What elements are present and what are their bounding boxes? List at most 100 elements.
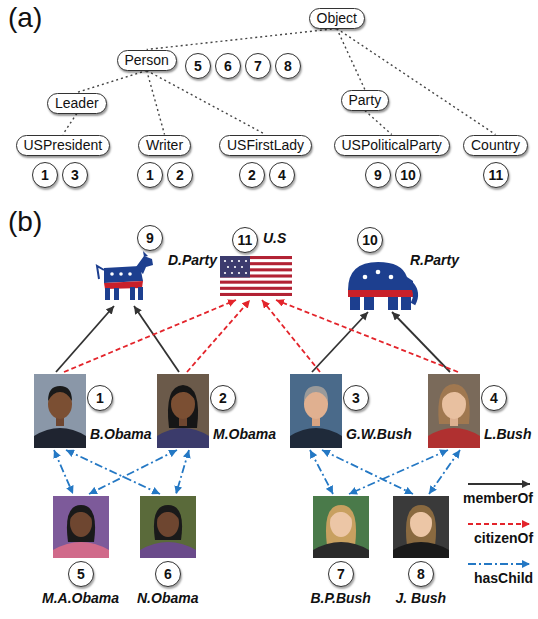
legend-sample	[468, 523, 530, 525]
elephant-symbol	[350, 297, 360, 310]
legend-sample	[468, 483, 530, 485]
class-label: Person	[125, 52, 169, 68]
portrait-photo	[157, 507, 179, 519]
entity-node: 2M.Obama	[157, 372, 287, 450]
instance-number-circle: 8	[275, 53, 301, 79]
citizen-of-arrow	[262, 300, 320, 372]
entity-number: 7	[337, 566, 345, 582]
entity-name-text: D.Party	[168, 252, 217, 268]
instance-number: 4	[278, 167, 286, 183]
number-circle: 11	[232, 227, 258, 253]
flag-symbol	[238, 272, 240, 274]
instance-number: 1	[146, 167, 154, 183]
instance-number-circle: 2	[239, 162, 265, 188]
donkey-symbol	[114, 288, 119, 300]
entity-name-text: L.Bush	[484, 426, 531, 442]
class-label: USPresident	[24, 137, 103, 153]
entity-name: B.P.Bush	[311, 590, 371, 607]
portrait-photo	[290, 428, 342, 448]
donkey-symbol	[119, 272, 123, 276]
legend-label: hasChild	[474, 570, 533, 586]
has-child-arrow	[310, 450, 333, 494]
number-circle: 5	[68, 561, 94, 587]
portrait-photo	[393, 496, 449, 558]
legend-sample	[468, 563, 530, 565]
instance-number-circle: 2	[167, 162, 193, 188]
class-node: USPoliticalParty	[334, 135, 450, 156]
instance-number: 6	[224, 58, 232, 74]
instance-number-circle: 7	[245, 53, 271, 79]
class-node: Country	[463, 135, 528, 156]
class-node: Object	[309, 8, 365, 29]
entity-number: 11	[238, 232, 253, 248]
instance-number: 7	[254, 58, 262, 74]
portrait-photo	[140, 496, 196, 558]
member-of-arrow	[56, 306, 114, 372]
has-child-arrow	[54, 450, 73, 494]
portrait-photo	[330, 507, 352, 519]
class-label: Country	[471, 137, 520, 153]
donkey-symbol	[143, 251, 148, 257]
instance-number: 2	[176, 167, 184, 183]
entity-number: 6	[164, 566, 172, 582]
entity-name: U.S	[263, 230, 286, 247]
portrait-photo	[157, 374, 209, 448]
portrait-photo	[313, 496, 369, 558]
donkey-symbol	[105, 288, 110, 300]
instance-number: 3	[71, 167, 79, 183]
portrait-photo	[290, 374, 342, 448]
entity-name: R.Party	[410, 252, 459, 269]
subclass-link	[147, 29, 337, 50]
entity-number: 4	[490, 390, 498, 406]
donkey-symbol	[110, 272, 114, 276]
entity-name: L.Bush	[484, 426, 531, 443]
instance-number: 5	[194, 58, 202, 74]
number-circle: 7	[328, 561, 354, 587]
entity-name-text: M.A.Obama	[42, 590, 119, 606]
portrait-photo	[406, 505, 436, 546]
entity-name-text: U.S	[263, 230, 286, 246]
number-circle: 10	[357, 227, 383, 253]
donkey-symbol	[130, 287, 135, 300]
portrait-photo	[304, 386, 328, 401]
instance-number: 10	[400, 167, 416, 183]
elephant-symbol	[401, 297, 411, 310]
entity-number: 2	[219, 390, 227, 406]
elephant-symbol	[348, 262, 413, 290]
class-node: USFirstLady	[219, 135, 312, 156]
number-circle: 2	[210, 385, 236, 411]
instance-number-circle: 10	[395, 162, 421, 188]
portrait-photo	[393, 496, 449, 558]
panel-label: (a)	[8, 2, 42, 34]
entity-node: 5M.A.Obama	[31, 494, 131, 612]
portrait-photo	[67, 505, 95, 542]
portrait-photo	[53, 496, 109, 558]
entity-name: J. Bush	[396, 590, 447, 607]
class-label: Writer	[146, 137, 183, 153]
class-label: Object	[317, 10, 357, 26]
portrait-photo	[34, 374, 86, 448]
subclass-link	[77, 71, 147, 93]
flag-symbol	[224, 260, 226, 262]
portrait-photo	[140, 542, 196, 558]
entity-node: 10R.Party	[338, 222, 480, 312]
instance-number: 2	[248, 167, 256, 183]
entity-node: 11 U.S	[218, 224, 300, 300]
citizen-of-arrow	[64, 300, 236, 372]
flag-symbol	[224, 272, 226, 274]
entity-node: 8J. Bush	[371, 494, 471, 612]
entity-node: 9D.Party	[95, 222, 235, 306]
flag-symbol	[238, 260, 240, 262]
subclass-link	[147, 71, 266, 135]
panel-label: (b)	[8, 206, 42, 238]
portrait-photo	[393, 542, 449, 558]
portrait-photo	[290, 374, 342, 448]
flag-symbol	[241, 266, 243, 268]
flag-symbol	[231, 260, 233, 262]
instance-number: 11	[489, 167, 504, 183]
portrait-photo	[410, 507, 432, 519]
instance-number-circle: 1	[137, 162, 163, 188]
entity-node: 6N.Obama	[118, 494, 218, 612]
portrait-photo	[70, 507, 92, 519]
entity-node: 4L.Bush	[428, 372, 534, 450]
